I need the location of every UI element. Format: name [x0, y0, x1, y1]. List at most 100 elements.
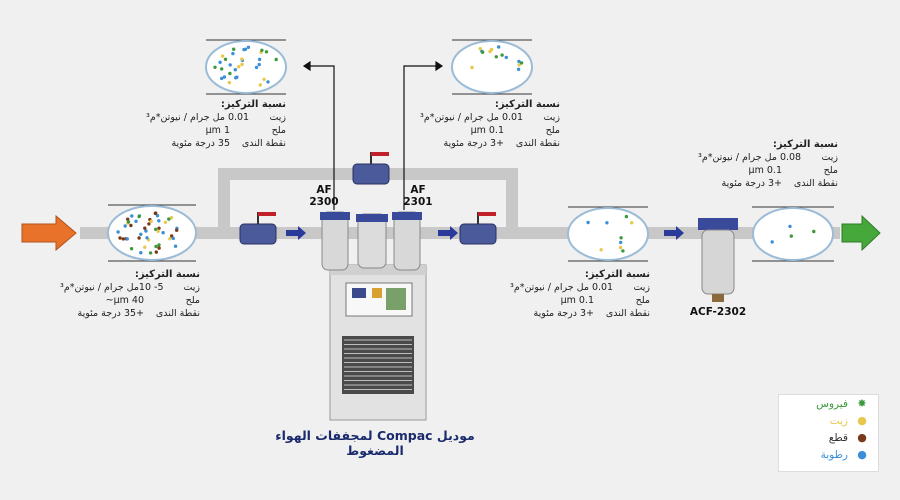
particle-dot — [619, 240, 623, 245]
particle-dot — [240, 62, 244, 67]
acf-2302-filter — [698, 218, 738, 302]
particle-dot — [621, 249, 625, 253]
inlet-arrow — [21, 214, 77, 252]
sample-af2301 — [451, 39, 533, 95]
particle-dot — [618, 245, 623, 250]
spec-title: نسبة التركيز: — [584, 269, 650, 280]
particle-dot — [161, 231, 165, 235]
particle-dot — [240, 57, 244, 61]
particle-dot — [220, 76, 224, 81]
particle-dot — [170, 234, 174, 238]
label-acf2302: ACF-2302 — [689, 306, 747, 318]
particle-dot — [137, 214, 141, 219]
particle-dot — [168, 237, 172, 241]
compac-dryer — [329, 264, 427, 421]
particle-dot — [129, 223, 133, 228]
particle-dot — [246, 45, 251, 49]
particle-dot — [154, 227, 158, 231]
particle-dot — [630, 221, 634, 225]
particle-dot — [231, 51, 235, 56]
bypass-pipe-right — [506, 168, 518, 239]
particle-dot — [163, 220, 168, 224]
particle-dot — [789, 234, 793, 238]
particle-dot — [619, 236, 623, 240]
particle-dot — [228, 71, 232, 76]
particle-dot — [121, 237, 125, 241]
spec-title: نسبة التركيز: — [772, 139, 838, 150]
particle-dot — [130, 214, 134, 218]
particle-dot — [233, 68, 237, 72]
particle-dot — [504, 55, 508, 60]
particle-dot — [478, 47, 482, 51]
legend-item-particle: ● قطع — [779, 429, 878, 446]
virus-icon: ✸ — [857, 397, 867, 410]
particle-dot — [237, 65, 241, 69]
sample-inlet — [107, 204, 197, 262]
particle-dot — [157, 246, 161, 250]
particle-dot — [254, 65, 259, 70]
legend-item-virus: ✸ فيروس — [779, 395, 878, 412]
particle-dot — [139, 251, 143, 255]
particle-dot — [480, 50, 485, 54]
valve-outlet[interactable] — [459, 212, 497, 245]
particle-icon: ● — [857, 431, 867, 444]
particle-dot — [143, 245, 147, 249]
spec-title: نسبة التركيز: — [134, 269, 200, 280]
particle-dot — [517, 63, 521, 67]
particle-dot — [143, 226, 147, 230]
sample-af2300 — [205, 39, 287, 95]
particle-dot — [118, 236, 122, 240]
particle-dot — [222, 75, 227, 79]
bypass-pipe-left — [218, 168, 230, 239]
particle-dot — [257, 62, 261, 67]
particle-dot — [213, 65, 217, 70]
label-af2301: AF 2301 — [403, 184, 433, 208]
outlet-arrow — [841, 214, 881, 252]
particle-dot — [125, 237, 129, 241]
particle-dot — [223, 57, 228, 61]
particle-dot — [155, 214, 160, 218]
flow-arrow-1 — [286, 226, 306, 240]
particle-dot — [175, 228, 179, 232]
valve-inlet[interactable] — [239, 212, 277, 245]
particle-dot — [154, 250, 158, 254]
particle-dot — [167, 217, 171, 221]
leader-arrow-af2301 — [403, 60, 444, 210]
particle-dot — [770, 240, 774, 244]
particle-dot — [156, 229, 160, 233]
moisture-icon: ● — [857, 448, 867, 461]
particle-dot — [157, 219, 161, 223]
legend-item-moisture: ● رطوبة — [779, 446, 878, 463]
particle-dot — [157, 226, 161, 230]
particle-dot — [134, 219, 138, 223]
particle-dot — [274, 57, 278, 62]
particle-dot — [149, 219, 153, 223]
legend: ✸ فيروس ● زيت ● قطع ● رطوبة — [778, 394, 879, 472]
particle-dot — [147, 222, 151, 226]
particle-dot — [243, 47, 248, 51]
particle-dot — [157, 243, 161, 247]
particle-dot — [220, 67, 224, 71]
particle-dot — [497, 45, 501, 49]
particle-dot — [232, 47, 236, 51]
particle-dot — [154, 244, 158, 249]
particle-dot — [266, 80, 270, 84]
particle-dot — [516, 67, 521, 72]
leader-arrow-af2300 — [302, 60, 335, 210]
valve-bypass[interactable] — [352, 152, 390, 185]
particle-dot — [494, 55, 498, 59]
particle-dot — [228, 63, 232, 67]
particle-dot — [489, 47, 494, 52]
particle-dot — [220, 54, 225, 58]
sample-after-dryer — [567, 206, 649, 262]
sample-outlet — [752, 206, 834, 262]
particle-dot — [624, 214, 629, 219]
